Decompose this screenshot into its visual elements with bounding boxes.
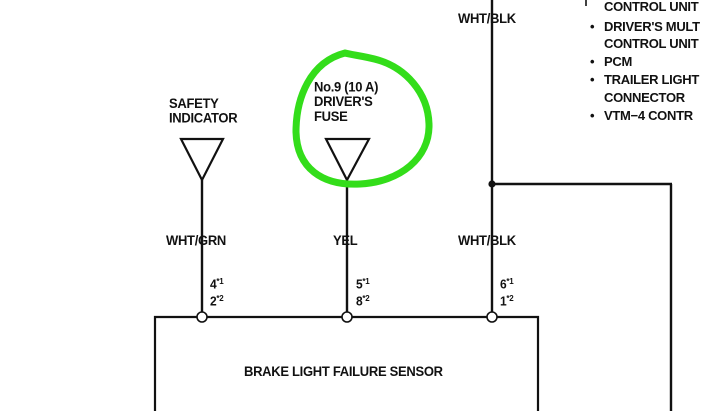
pin-number-right-a: 6*1 bbox=[500, 276, 514, 292]
safety-indicator-triangle-icon bbox=[179, 137, 225, 183]
pin-number-right-b: 1*2 bbox=[500, 293, 514, 309]
units-list-item: CONNECTOR bbox=[604, 90, 685, 105]
units-list-bullet: • bbox=[590, 54, 595, 69]
units-list-bullet: • bbox=[590, 19, 595, 34]
top-wire-label: WHT/BLK bbox=[458, 10, 516, 27]
fuse-label: No.9 (10 A) DRIVER'S FUSE bbox=[314, 78, 379, 125]
units-list-item: DRIVER'S MULT bbox=[604, 19, 700, 34]
wire-color-yel: YEL bbox=[333, 232, 358, 249]
pin-number-safety-a: 4*1 bbox=[210, 276, 224, 292]
pin-number-safety-b: 2*2 bbox=[210, 293, 224, 309]
pin-number-fuse-b: 8*2 bbox=[356, 293, 370, 309]
safety-indicator-label: SAFETY INDICATOR bbox=[169, 95, 238, 126]
sensor-label: BRAKE LIGHT FAILURE SENSOR bbox=[244, 363, 443, 380]
pin-fuse bbox=[341, 311, 353, 323]
units-list-bullet: • bbox=[590, 72, 595, 87]
wire-color-wht-blk: WHT/BLK bbox=[458, 232, 516, 249]
pin-wht-blk bbox=[486, 311, 498, 323]
units-list-item: TRAILER LIGHT bbox=[604, 72, 700, 87]
pin-safety-indicator bbox=[196, 311, 208, 323]
fuse-highlight-circle bbox=[292, 49, 433, 188]
units-list-item: PCM bbox=[604, 54, 632, 69]
fuse-triangle-icon bbox=[324, 137, 371, 183]
pin-number-fuse-a: 5*1 bbox=[356, 276, 370, 292]
units-list-item: CONTROL UNIT bbox=[604, 36, 699, 51]
wire-color-wht-grn: WHT/GRN bbox=[166, 232, 226, 249]
units-list-item: CONTROL UNIT bbox=[604, 0, 699, 14]
units-list-bullet: • bbox=[590, 108, 595, 123]
units-list-item: VTM−4 CONTR bbox=[604, 108, 693, 123]
